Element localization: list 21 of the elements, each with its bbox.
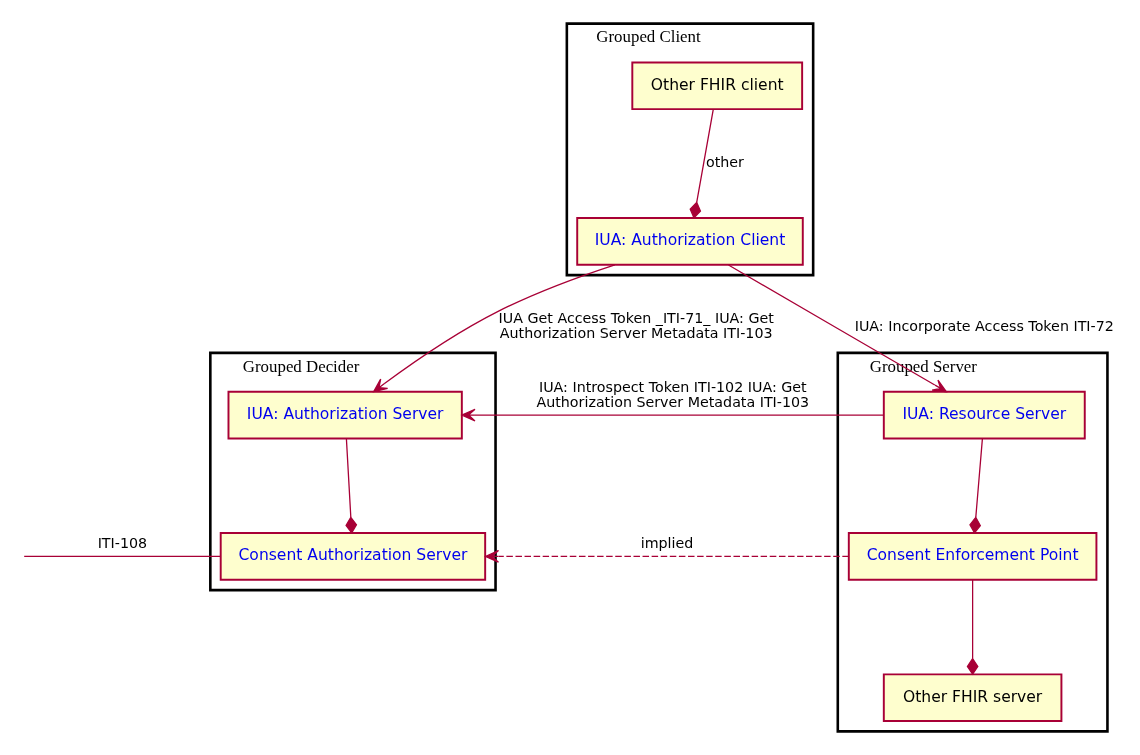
connector [968, 438, 983, 535]
arrow [727, 264, 947, 393]
node-box: Other FHIR client [630, 61, 803, 111]
edge-label: IUA: Incorporate Access Token ITI-72 [854, 317, 1114, 334]
edge-label: IUA Get Access Token _ITI-71_ IUA: Get Authorization Server Metadata ITI-103 [498, 309, 774, 342]
node-box: Consent Authorization Server [219, 532, 486, 581]
edge-label: IUA: Introspect Token ITI-102 IUA: Get Authorization Server Metadata ITI-103 [535, 378, 809, 411]
edge-label: other [705, 154, 744, 171]
edge-label: ITI-108 [97, 535, 147, 552]
node-box: Other FHIR server [882, 673, 1062, 722]
node-box: Consent Enforcement Point [847, 532, 1097, 581]
arrow [460, 408, 884, 422]
node-box: IUA: Authorization Server [227, 390, 463, 440]
node-box: IUA: Authorization Client [575, 217, 804, 266]
arrow [484, 549, 849, 563]
edge-label: implied [640, 535, 693, 552]
connector [688, 108, 714, 219]
connector [344, 438, 357, 535]
connector [23, 555, 221, 558]
connector [966, 579, 979, 676]
node-box: IUA: Resource Server [882, 390, 1086, 440]
